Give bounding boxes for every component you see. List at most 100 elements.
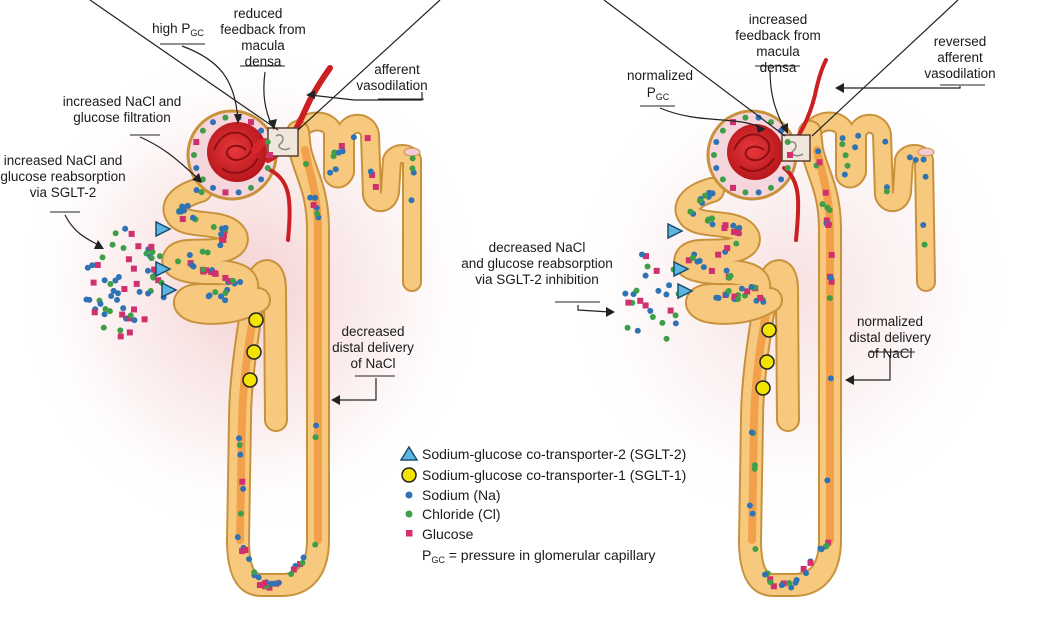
glucose-particle <box>825 539 832 546</box>
glucose-particle <box>125 256 132 263</box>
sodium-particle <box>97 300 104 307</box>
sodium-particle <box>258 127 265 134</box>
legend-sglt2-label: Sodium-glucose co-transporter-2 (SGLT-2) <box>422 446 686 462</box>
sodium-particle <box>855 132 862 139</box>
sodium-particle <box>746 502 753 509</box>
sglt2-triangle <box>667 222 684 240</box>
glucose-particle <box>133 280 140 287</box>
sodium-particle <box>217 242 224 249</box>
sodium-particle <box>912 156 919 163</box>
label-normdistal-1: normalized <box>857 314 923 329</box>
chloride-particle <box>199 248 206 255</box>
sodium-particle <box>666 282 673 289</box>
label-feedback-4: densa <box>760 60 797 75</box>
left-labels: high PGC reduced feedback from macula de… <box>0 6 427 371</box>
sodium-particle <box>217 293 224 300</box>
sodium-particle <box>788 584 795 591</box>
sodium-particle <box>84 264 91 271</box>
right-glomerulus <box>727 124 783 180</box>
label-feedback-1: increased <box>749 12 808 27</box>
glucose-particle <box>128 230 135 237</box>
sodium-particle <box>827 274 834 281</box>
label-reduced-3: macula <box>241 38 285 53</box>
chloride-particle <box>200 266 207 273</box>
glucose-particle <box>715 251 722 258</box>
chloride-particle <box>198 189 205 196</box>
glucose-particle <box>266 584 273 591</box>
chloride-particle <box>230 277 237 284</box>
sodium-particle <box>793 577 800 584</box>
sodium-particle <box>307 194 314 201</box>
glucose-particle <box>667 307 674 314</box>
chloride-particle <box>149 249 156 256</box>
label-filtration-1: increased NaCl and <box>63 94 182 109</box>
sodium-particle <box>189 214 196 221</box>
sodium-particle <box>122 225 129 232</box>
sodium-particle <box>730 222 737 229</box>
label-distal-2: distal delivery <box>332 340 414 355</box>
chloride-particle <box>248 184 254 191</box>
chloride-particle <box>409 165 416 172</box>
glucose-particle <box>193 139 200 146</box>
sodium-particle <box>672 320 679 327</box>
sodium-particle <box>647 307 654 314</box>
legend-sglt1-circle <box>401 467 417 483</box>
sodium-particle <box>824 477 831 484</box>
glucose-particle <box>148 243 155 250</box>
glucose-particle <box>130 265 137 272</box>
legend-pgc-definition: PGC = pressure in glomerular capillary <box>422 547 655 565</box>
glucose-particle <box>731 293 738 300</box>
chloride-particle <box>302 161 309 168</box>
chloride-particle <box>222 114 229 121</box>
label-normalized-2: PGC <box>647 85 670 102</box>
sglt2-triangle <box>155 260 172 278</box>
chloride-particle <box>819 201 826 208</box>
chloride-particle <box>633 287 640 294</box>
right-macula-densa <box>781 134 811 162</box>
glucose-particle <box>372 183 379 190</box>
sodium-particle <box>86 296 93 303</box>
chloride-particle <box>99 254 106 261</box>
glucose-particle <box>126 329 133 336</box>
label-filtration-2: glucose filtration <box>73 110 171 125</box>
glucose-particle <box>117 333 124 340</box>
chloride-particle <box>199 127 206 134</box>
label-normdistal-2: distal delivery <box>849 330 931 345</box>
sodium-particle <box>748 283 755 290</box>
legend-sodium-label: Sodium (Na) <box>422 487 501 503</box>
chloride-particle <box>725 288 732 295</box>
right-efferent-arteriole <box>782 166 801 242</box>
sodium-particle <box>655 287 662 294</box>
glucose-particle <box>239 548 246 555</box>
chloride-particle <box>826 207 833 214</box>
chloride-particle <box>222 289 229 296</box>
sodium-particle <box>622 290 629 297</box>
sglt2-triangle <box>161 281 178 299</box>
sodium-particle <box>920 156 927 163</box>
sodium-particle <box>235 189 242 196</box>
left-sglt2-transporters <box>155 220 178 299</box>
sodium-particle <box>761 571 768 578</box>
sodium-particle <box>110 287 117 294</box>
chloride-particle <box>767 579 774 586</box>
chloride-particle <box>689 254 696 261</box>
sodium-particle <box>700 264 707 271</box>
sodium-particle <box>815 148 822 155</box>
chloride-particle <box>844 162 851 169</box>
chloride-particle <box>784 139 791 146</box>
sglt1-circle <box>761 322 777 338</box>
sodium-particle <box>145 290 152 297</box>
chloride-particle <box>156 253 163 260</box>
sodium-particle <box>713 164 720 171</box>
glucose-particle <box>828 251 835 258</box>
chloride-particle <box>751 462 758 469</box>
sodium-particle <box>882 138 889 145</box>
glucose-particle <box>242 547 249 554</box>
sodium-particle <box>755 114 762 121</box>
chloride-particle <box>823 542 830 549</box>
sodium-particle <box>176 208 183 215</box>
glucose-particle <box>828 278 835 285</box>
sodium-particle <box>236 435 243 442</box>
glucose-particle <box>211 270 218 277</box>
sodium-particle <box>101 277 108 284</box>
